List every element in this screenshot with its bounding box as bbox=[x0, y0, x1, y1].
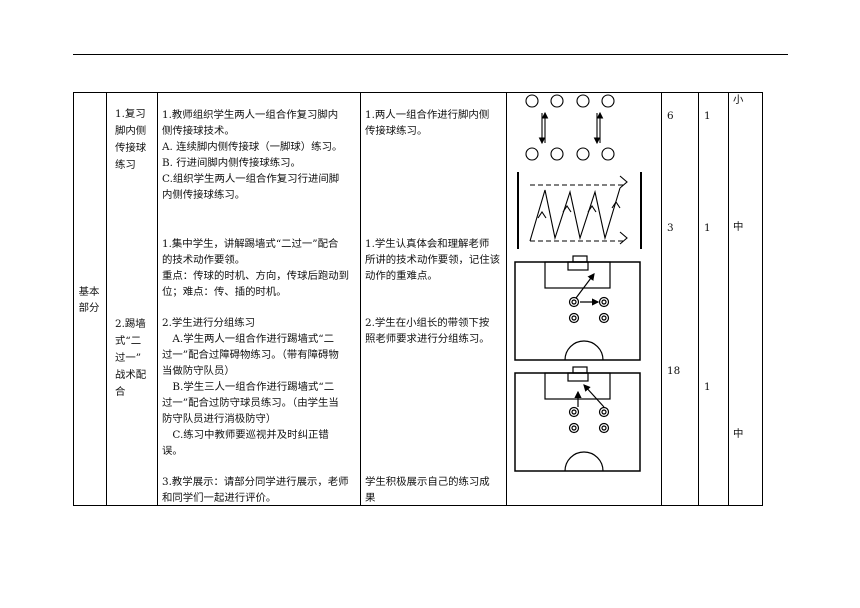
header-rule bbox=[73, 54, 788, 55]
intensity-value: 中 bbox=[733, 428, 744, 440]
pair-passing-diagram bbox=[525, 94, 615, 161]
count-value: 1 bbox=[704, 222, 711, 234]
intensity-value: 中 bbox=[733, 221, 744, 233]
half-pitch-diagram-defender bbox=[514, 366, 641, 472]
section-label: 基本 部分 bbox=[78, 286, 100, 314]
column-divider bbox=[661, 93, 662, 505]
student-activity-4: 学生积极展示自己的练习成 果 bbox=[365, 476, 490, 504]
count-value: 1 bbox=[704, 381, 711, 393]
teacher-activity-4: 3.教学展示：请部分同学进行展示，老师 和同学们一起进行评价。 bbox=[162, 476, 349, 504]
teacher-activity-3: 2.学生进行分组练习 A.学生两人一组合作进行踢墙式“二 过一”配合过障碍物练习… bbox=[162, 317, 339, 457]
student-activity-3: 2.学生在小组长的带领下按 照老师要求进行分组练习。 bbox=[365, 317, 490, 345]
student-activity-2: 1.学生认真体会和理解老师 所讲的技术动作要领，记住该 动作的重难点。 bbox=[365, 238, 501, 282]
topic-wall-pass: 2.踢墙 式“二 过一” 战术配 合 bbox=[115, 318, 147, 398]
student-activity-1: 1.两人一组合作进行脚内侧 传接球练习。 bbox=[365, 109, 490, 137]
intensity-value: 小 bbox=[733, 94, 744, 106]
count-value: 1 bbox=[704, 110, 711, 122]
time-value: 3 bbox=[667, 222, 674, 234]
topic-review-passing: 1.复习 脚内侧 传接球 练习 bbox=[115, 108, 147, 171]
column-divider bbox=[106, 93, 107, 505]
teacher-activity-2: 1.集中学生，讲解踢墙式“二过一”配合 的技术动作要领。 重点：传球的时机、方向… bbox=[162, 238, 350, 298]
time-value: 18 bbox=[667, 365, 681, 377]
column-divider bbox=[728, 93, 729, 505]
lesson-plan-table bbox=[73, 92, 763, 506]
column-divider bbox=[157, 93, 158, 505]
teacher-activity-1: 1.教师组织学生两人一组合作复习脚内 侧传接球技术。 A. 连续脚内侧传接球（一… bbox=[162, 109, 343, 201]
time-value: 6 bbox=[667, 110, 674, 122]
column-divider bbox=[698, 93, 699, 505]
moving-passing-diagram bbox=[517, 172, 642, 249]
column-divider bbox=[360, 93, 361, 505]
half-pitch-diagram-obstacle bbox=[514, 255, 641, 361]
column-divider bbox=[506, 93, 507, 505]
